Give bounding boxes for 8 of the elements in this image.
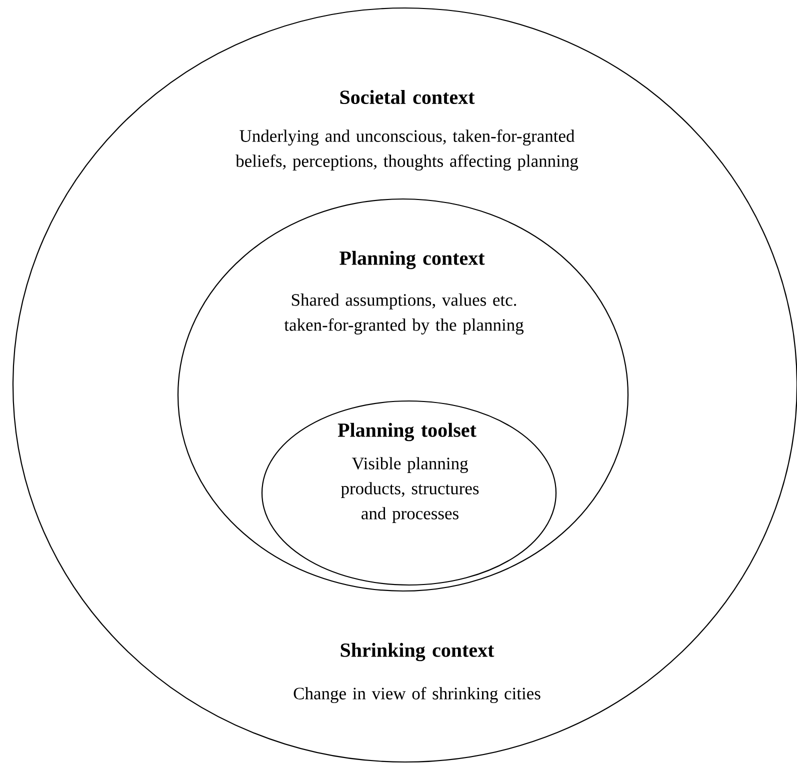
heading: Shrinking context — [340, 642, 494, 662]
heading: Planning context — [340, 250, 485, 270]
heading: Planning toolset — [338, 422, 476, 442]
description-text: Visible planning products, structures and processes — [341, 457, 479, 523]
description-text: Underlying and unconscious, taken-for-granted beliefs, perceptions, thoughts affecting planning — [236, 129, 578, 171]
description-text: Shared assumptions, values etc. taken-for-granted by the planning — [284, 294, 524, 334]
heading: Societal context — [340, 90, 475, 104]
description-text: Change in view of shrinking cities — [294, 686, 540, 704]
